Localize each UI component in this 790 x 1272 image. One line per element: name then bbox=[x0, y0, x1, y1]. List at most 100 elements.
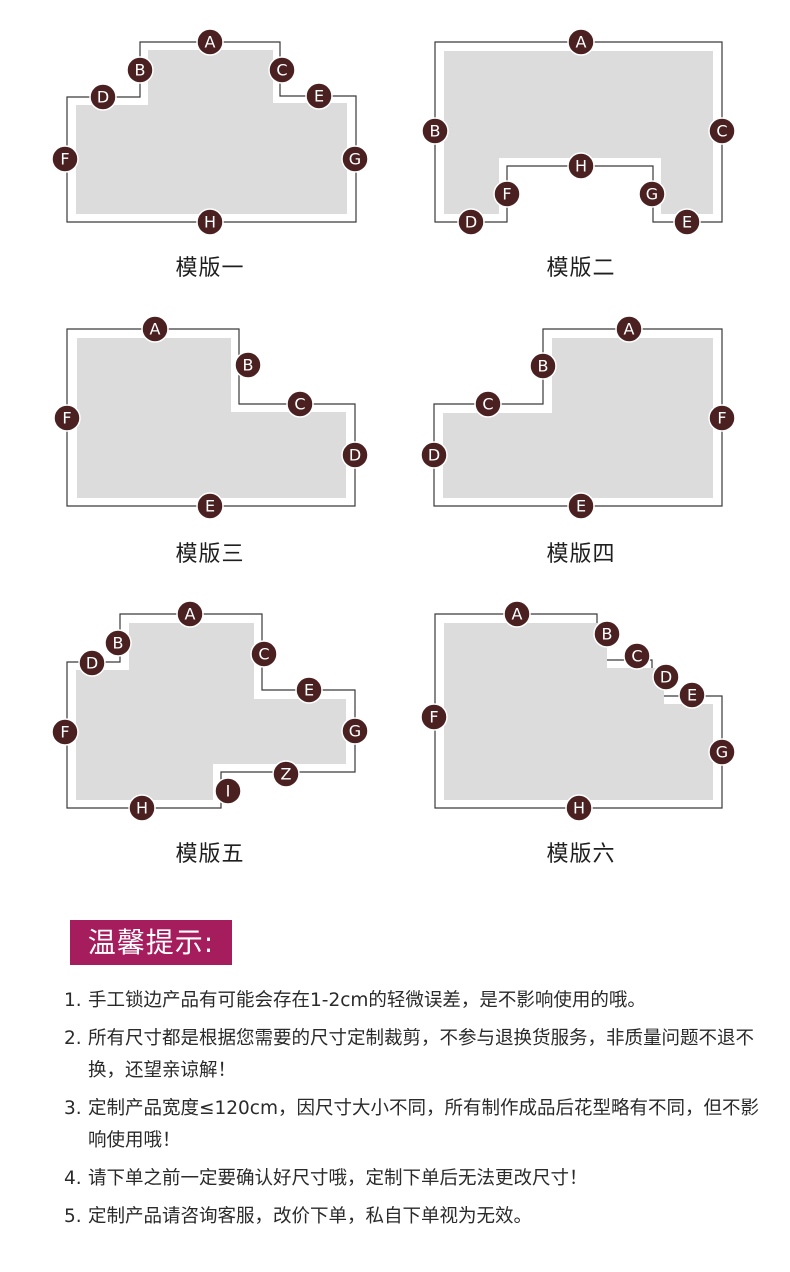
edge-label-letter: A bbox=[150, 320, 161, 339]
edge-label-letter: B bbox=[538, 357, 549, 376]
edge-label-letter: E bbox=[314, 87, 324, 106]
edge-label-e: E bbox=[567, 492, 595, 520]
notice-item-text: 请下单之前一定要确认好尺寸哦，定制下单后无法更改尺寸！ bbox=[88, 1168, 588, 1189]
template-fill bbox=[444, 623, 713, 800]
edge-label-badge bbox=[708, 404, 736, 432]
edge-label-d: D bbox=[341, 441, 369, 469]
edge-label-letter: C bbox=[276, 61, 287, 80]
edge-label-f: F bbox=[708, 404, 736, 432]
edge-label-letter: C bbox=[294, 395, 305, 414]
edge-label-letter: D bbox=[465, 213, 477, 232]
notice-title: 温馨提示: bbox=[70, 920, 232, 965]
notice-item-number: 2. bbox=[64, 1028, 82, 1049]
edge-label-badge bbox=[457, 208, 485, 236]
edge-label-letter: E bbox=[304, 681, 314, 700]
edge-label-letter: C bbox=[482, 395, 493, 414]
edge-label-letter: Z bbox=[281, 765, 292, 784]
edge-label-badge bbox=[295, 676, 323, 704]
edge-label-letter: E bbox=[687, 686, 697, 705]
notice-item-text: 所有尺寸都是根据您需要的尺寸定制裁剪，不参与退换货服务，非质量问题不退不换，还望… bbox=[88, 1028, 755, 1081]
edge-label-badge bbox=[420, 441, 448, 469]
edge-label-e: E bbox=[196, 492, 224, 520]
edge-label-letter: H bbox=[575, 157, 587, 176]
notice-item-number: 3. bbox=[64, 1098, 82, 1119]
edge-label-letter: A bbox=[205, 33, 216, 52]
edge-label-letter: C bbox=[631, 647, 642, 666]
edge-label-badge bbox=[493, 180, 521, 208]
edge-label-badge bbox=[638, 180, 666, 208]
edge-label-badge bbox=[623, 642, 651, 670]
edge-label-badge bbox=[567, 152, 595, 180]
edge-label-badge bbox=[196, 492, 224, 520]
edge-label-badge bbox=[708, 117, 736, 145]
edge-label-letter: C bbox=[716, 122, 727, 141]
edge-label-c: C bbox=[708, 117, 736, 145]
edge-label-letter: F bbox=[502, 185, 511, 204]
notice-item: 5. 定制产品请咨询客服，改价下单，私自下单视为无效。 bbox=[64, 1201, 764, 1233]
template-fill bbox=[444, 51, 713, 214]
edge-label-h: H bbox=[567, 152, 595, 180]
edge-label-badge bbox=[78, 649, 106, 677]
notice-item-number: 4. bbox=[64, 1168, 82, 1189]
edge-label-letter: H bbox=[573, 799, 585, 818]
edge-label-badge bbox=[104, 629, 132, 657]
edge-label-f: F bbox=[53, 404, 81, 432]
edge-label-d: D bbox=[652, 663, 680, 691]
edge-label-f: F bbox=[51, 145, 79, 173]
edge-label-c: C bbox=[623, 642, 651, 670]
edge-label-letter: C bbox=[258, 645, 269, 664]
edge-label-letter: B bbox=[602, 625, 613, 644]
template-fill bbox=[76, 50, 347, 214]
edge-label-letter: B bbox=[113, 634, 124, 653]
edge-label-badge bbox=[126, 56, 154, 84]
edge-label-b: B bbox=[593, 620, 621, 648]
edge-label-badge bbox=[474, 390, 502, 418]
edge-label-h: H bbox=[196, 208, 224, 236]
notice-item-text: 手工锁边产品有可能会存在1-2cm的轻微误差，是不影响使用的哦。 bbox=[88, 990, 646, 1011]
edge-label-badge bbox=[341, 717, 369, 745]
edge-label-badge bbox=[341, 441, 369, 469]
edge-label-d: D bbox=[420, 441, 448, 469]
edge-label-badge bbox=[272, 760, 300, 788]
notice-item-text: 定制产品宽度≤120cm，因尺寸大小不同，所有制作成品后花型略有不同，但不影响使… bbox=[88, 1098, 760, 1151]
edge-label-badge bbox=[234, 351, 262, 379]
edge-label-e: E bbox=[295, 676, 323, 704]
notice-item-number: 5. bbox=[64, 1206, 82, 1227]
edge-label-a: A bbox=[567, 28, 595, 56]
edge-label-badge bbox=[305, 82, 333, 110]
edge-label-f: F bbox=[493, 180, 521, 208]
edge-label-badge bbox=[196, 28, 224, 56]
edge-label-letter: D bbox=[97, 88, 109, 107]
edge-label-badge bbox=[678, 681, 706, 709]
edge-label-badge bbox=[529, 352, 557, 380]
edge-label-letter: H bbox=[136, 799, 148, 818]
edge-label-letter: D bbox=[86, 654, 98, 673]
edge-label-letter: E bbox=[205, 497, 215, 516]
edge-label-badge bbox=[51, 718, 79, 746]
edge-label-badge bbox=[89, 83, 117, 111]
notice-item: 2. 所有尺寸都是根据您需要的尺寸定制裁剪，不参与退换货服务，非质量问题不退不换… bbox=[64, 1023, 764, 1087]
template-5-caption: 模版五 bbox=[175, 842, 245, 867]
edge-label-badge bbox=[673, 208, 701, 236]
edge-label-e: E bbox=[678, 681, 706, 709]
edge-label-letter: F bbox=[62, 409, 71, 428]
edge-label-badge bbox=[593, 620, 621, 648]
edge-label-b: B bbox=[104, 629, 132, 657]
notice-item: 4. 请下单之前一定要确认好尺寸哦，定制下单后无法更改尺寸！ bbox=[64, 1163, 764, 1195]
edge-label-g: G bbox=[638, 180, 666, 208]
edge-label-a: A bbox=[615, 315, 643, 343]
edge-label-i: I bbox=[214, 777, 242, 805]
edge-label-badge bbox=[567, 28, 595, 56]
edge-label-letter: G bbox=[349, 722, 361, 741]
edge-label-b: B bbox=[234, 351, 262, 379]
edge-label-letter: A bbox=[512, 605, 523, 624]
edge-label-d: D bbox=[457, 208, 485, 236]
edge-label-badge bbox=[268, 56, 296, 84]
edge-label-letter: I bbox=[226, 782, 231, 801]
edge-label-z: Z bbox=[272, 760, 300, 788]
edge-label-badge bbox=[615, 315, 643, 343]
edge-label-badge bbox=[250, 640, 278, 668]
